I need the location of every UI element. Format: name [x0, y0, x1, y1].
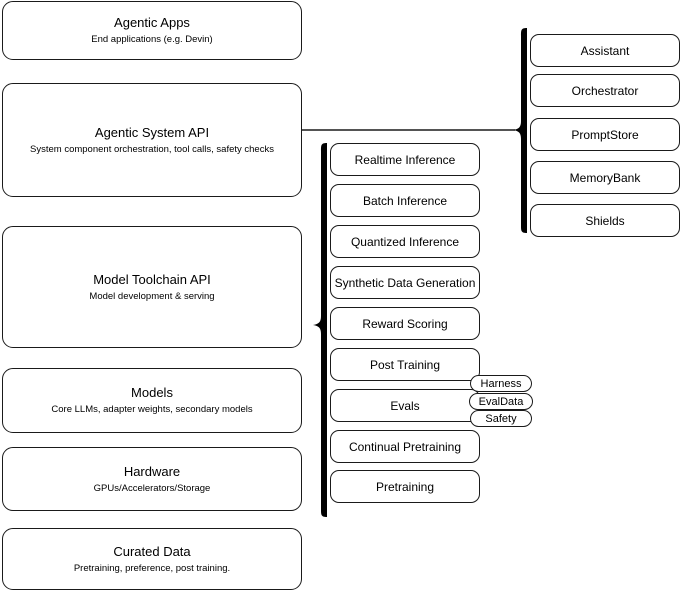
capability-reward-scoring[interactable]: Reward Scoring: [330, 307, 480, 340]
layer-subtitle: Core LLMs, adapter weights, secondary mo…: [51, 404, 253, 415]
system-component-memorybank[interactable]: MemoryBank: [530, 161, 680, 194]
layer-title: Curated Data: [113, 543, 191, 559]
system-api-connector-line: [302, 129, 515, 131]
layer-agentic-system-api[interactable]: Agentic System API System component orch…: [2, 83, 302, 197]
system-component-assistant[interactable]: Assistant: [530, 34, 680, 67]
system-component-label: MemoryBank: [569, 170, 641, 185]
capability-evals[interactable]: Evals: [330, 389, 480, 422]
system-component-shields[interactable]: Shields: [530, 204, 680, 237]
eval-subcomponent-label: EvalData: [478, 395, 524, 408]
layer-title: Models: [131, 385, 173, 400]
system-component-label: Shields: [585, 213, 625, 228]
layer-curated-data[interactable]: Curated Data Pretraining, preference, po…: [2, 528, 302, 590]
layer-models[interactable]: Models Core LLMs, adapter weights, secon…: [2, 368, 302, 433]
layer-hardware[interactable]: Hardware GPUs/Accelerators/Storage: [2, 447, 302, 511]
capability-label: Reward Scoring: [362, 316, 448, 331]
layer-agentic-apps[interactable]: Agentic Apps End applications (e.g. Devi…: [2, 1, 302, 60]
capability-continual-pretraining[interactable]: Continual Pretraining: [330, 430, 480, 463]
layer-title: Agentic Apps: [114, 15, 190, 30]
layer-title: Hardware: [123, 463, 181, 479]
layer-title: Model Toolchain API: [93, 271, 211, 287]
capability-label: Evals: [390, 398, 420, 413]
layer-model-toolchain-api[interactable]: Model Toolchain API Model development & …: [2, 226, 302, 348]
layer-subtitle: Model development & serving: [89, 290, 215, 302]
eval-subcomponent-safety[interactable]: Safety: [470, 410, 532, 427]
eval-subcomponent-label: Safety: [485, 412, 517, 425]
capability-quantized-inference[interactable]: Quantized Inference: [330, 225, 480, 258]
system-component-label: Assistant: [580, 43, 630, 58]
capability-label: Batch Inference: [362, 193, 448, 208]
capability-post-training[interactable]: Post Training: [330, 348, 480, 381]
capability-synthetic-data-generation[interactable]: Synthetic Data Generation: [330, 266, 480, 299]
capability-label: Realtime Inference: [354, 152, 456, 167]
capability-label: Continual Pretraining: [348, 439, 462, 454]
capability-label: Post Training: [369, 357, 441, 372]
system-component-label: PromptStore: [571, 127, 639, 142]
layer-subtitle: Pretraining, preference, post training.: [73, 562, 231, 574]
capability-label: Quantized Inference: [350, 234, 460, 249]
system-component-orchestrator[interactable]: Orchestrator: [530, 74, 680, 107]
layer-title: Agentic System API: [94, 124, 210, 140]
capability-label: Pretraining: [375, 479, 435, 494]
layer-subtitle: System component orchestration, tool cal…: [30, 143, 274, 155]
capability-batch-inference[interactable]: Batch Inference: [330, 184, 480, 217]
eval-subcomponent-label: Harness: [480, 377, 522, 390]
system-component-label: Orchestrator: [571, 83, 639, 98]
capability-pretraining[interactable]: Pretraining: [330, 470, 480, 503]
layer-subtitle: End applications (e.g. Devin): [91, 34, 213, 45]
layer-subtitle: GPUs/Accelerators/Storage: [93, 482, 211, 494]
system-component-promptstore[interactable]: PromptStore: [530, 118, 680, 151]
eval-subcomponent-evaldata[interactable]: EvalData: [469, 393, 533, 410]
capability-realtime-inference[interactable]: Realtime Inference: [330, 143, 480, 176]
toolchain-brace: [313, 143, 327, 517]
eval-subcomponent-harness[interactable]: Harness: [470, 375, 532, 392]
capability-label: Synthetic Data Generation: [334, 275, 476, 290]
